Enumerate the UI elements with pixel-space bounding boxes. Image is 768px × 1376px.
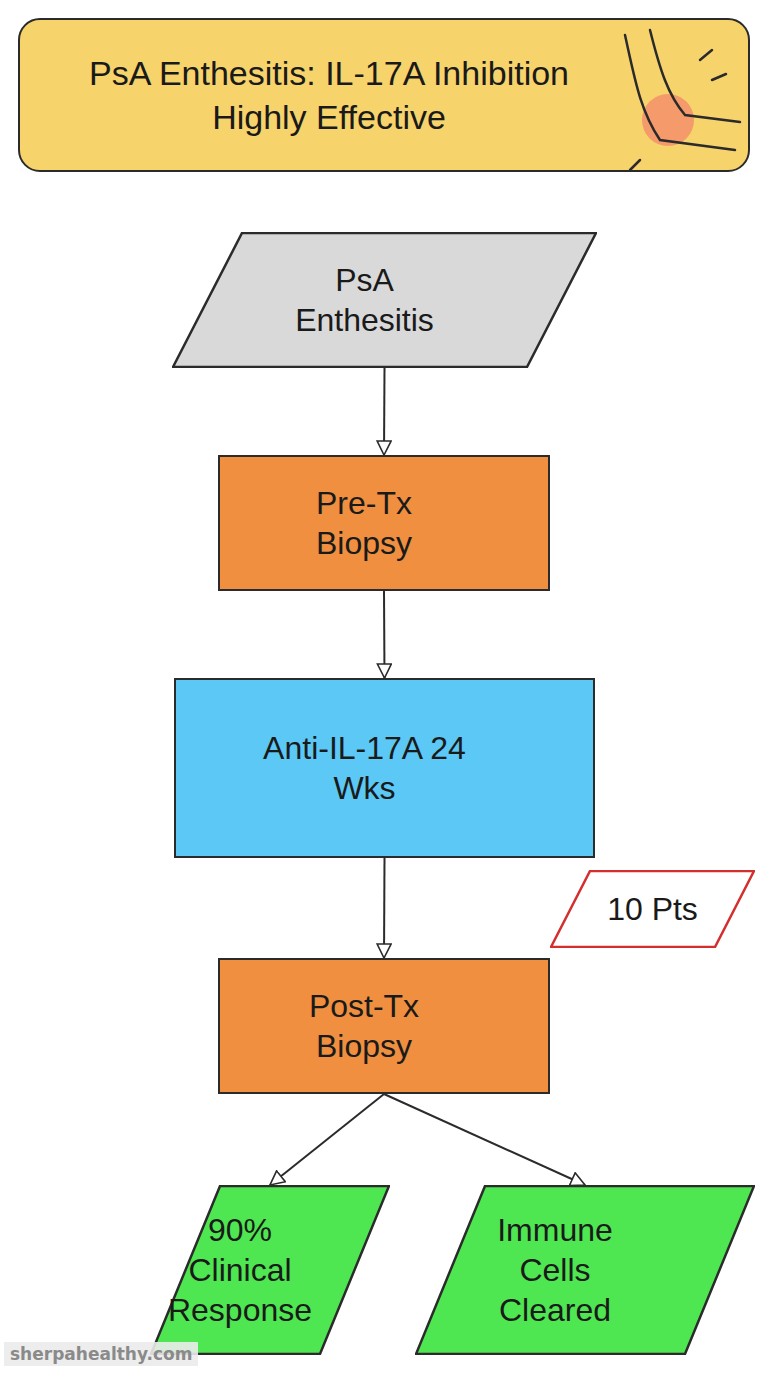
count-parallelogram: 10 Pts	[550, 870, 755, 948]
flow-arrow	[383, 858, 386, 958]
parallelogram-shape	[173, 233, 596, 367]
flow-arrow	[270, 1094, 384, 1185]
node-text: PsA Enthesitis	[275, 260, 455, 340]
parallelogram-shape	[551, 871, 754, 947]
parallelogram-outline	[172, 232, 597, 368]
flow-arrow	[383, 368, 386, 455]
node-text: 10 Pts	[578, 889, 728, 929]
node-text: Post-Tx Biopsy	[289, 986, 439, 1066]
flow-arrow	[384, 1094, 585, 1185]
parallelogram-shape	[151, 1186, 389, 1354]
node-text: Pre-Tx Biopsy	[289, 483, 439, 563]
watermark: sherpahealthy.com	[4, 1342, 198, 1366]
process-box: Pre-Tx Biopsy	[218, 455, 550, 591]
node-text: 90% Clinical Response	[160, 1210, 320, 1330]
title-banner: PsA Enthesitis: IL-17A Inhibition Highly…	[18, 18, 750, 172]
result-parallelogram: 90% Clinical Response	[150, 1185, 390, 1355]
result-parallelogram: Immune Cells Cleared	[415, 1185, 755, 1355]
elbow-illustration	[625, 30, 740, 170]
parallelogram-shape	[416, 1186, 754, 1354]
node-text: Immune Cells Cleared	[475, 1210, 635, 1330]
process-box: Post-Tx Biopsy	[218, 958, 550, 1094]
flow-arrow	[383, 591, 386, 678]
diagram-title: PsA Enthesitis: IL-17A Inhibition Highly…	[79, 51, 579, 139]
input-parallelogram: PsA Enthesitis	[172, 232, 597, 368]
node-text: Anti-IL-17A 24 Wks	[262, 728, 467, 808]
treatment-box: Anti-IL-17A 24 Wks	[174, 678, 595, 858]
